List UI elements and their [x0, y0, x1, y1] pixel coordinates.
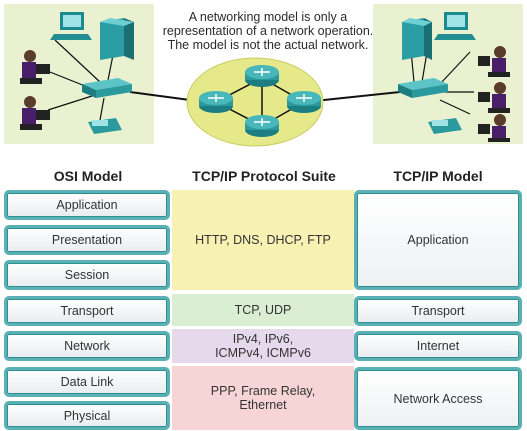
osi-layer-data-link: Data Link	[4, 367, 170, 397]
application-protocols: HTTP, DNS, DHCP, FTP	[172, 190, 354, 290]
osi-layer-application: Application	[4, 190, 170, 220]
person-icon	[20, 50, 50, 84]
osi-layer-network: Network	[4, 331, 170, 361]
diagram-caption: A networking model is only a representat…	[148, 10, 388, 52]
caption-line: The model is not the actual network.	[167, 38, 369, 52]
tcpip-layer-internet: Internet	[354, 331, 522, 361]
osi-model-header: OSI Model	[53, 168, 123, 184]
router-icon	[199, 91, 233, 113]
tcpip-layer-network-access: Network Access	[354, 367, 522, 430]
computer-icon	[434, 12, 476, 40]
protocol-text: IPv4, IPv6,	[232, 332, 294, 346]
osi-layer-session: Session	[4, 260, 170, 290]
server-icon	[100, 18, 134, 60]
computer-icon	[50, 12, 92, 40]
person-icon	[20, 96, 50, 130]
caption-line: representation of a network operation.	[162, 24, 374, 38]
router-icon	[245, 65, 279, 87]
tcpip-layer-application: Application	[354, 190, 522, 290]
person-icon	[478, 82, 510, 113]
protocol-text: TCP, UDP	[234, 303, 292, 317]
internet-protocols: IPv4, IPv6, ICMPv4, ICMPv6	[172, 329, 354, 363]
person-icon	[478, 46, 510, 77]
server-icon	[402, 18, 432, 60]
person-icon	[478, 114, 510, 142]
caption-line: A networking model is only a	[188, 10, 348, 24]
protocol-text: PPP, Frame Relay,	[210, 384, 316, 398]
tcpip-layer-transport: Transport	[354, 296, 522, 326]
switch-icon	[82, 78, 132, 98]
protocol-text: Ethernet	[239, 398, 287, 412]
ip-phone-icon	[88, 118, 122, 134]
osi-layer-physical: Physical	[4, 401, 170, 430]
osi-layer-transport: Transport	[4, 296, 170, 326]
protocol-suite-header: TCP/IP Protocol Suite	[192, 168, 336, 184]
router-icon	[245, 115, 279, 137]
transport-protocols: TCP, UDP	[172, 294, 354, 326]
network-illustration	[4, 4, 523, 147]
protocol-text: ICMPv4, ICMPv6	[215, 346, 311, 360]
router-icon	[287, 91, 321, 113]
network-cloud	[186, 57, 324, 147]
network-access-protocols: PPP, Frame Relay, Ethernet	[172, 366, 354, 430]
osi-layer-presentation: Presentation	[4, 225, 170, 255]
ip-phone-icon	[428, 118, 462, 134]
tcpip-model-header: TCP/IP Model	[393, 168, 483, 184]
protocol-text: HTTP, DNS, DHCP, FTP	[195, 233, 331, 247]
switch-icon	[398, 78, 448, 98]
